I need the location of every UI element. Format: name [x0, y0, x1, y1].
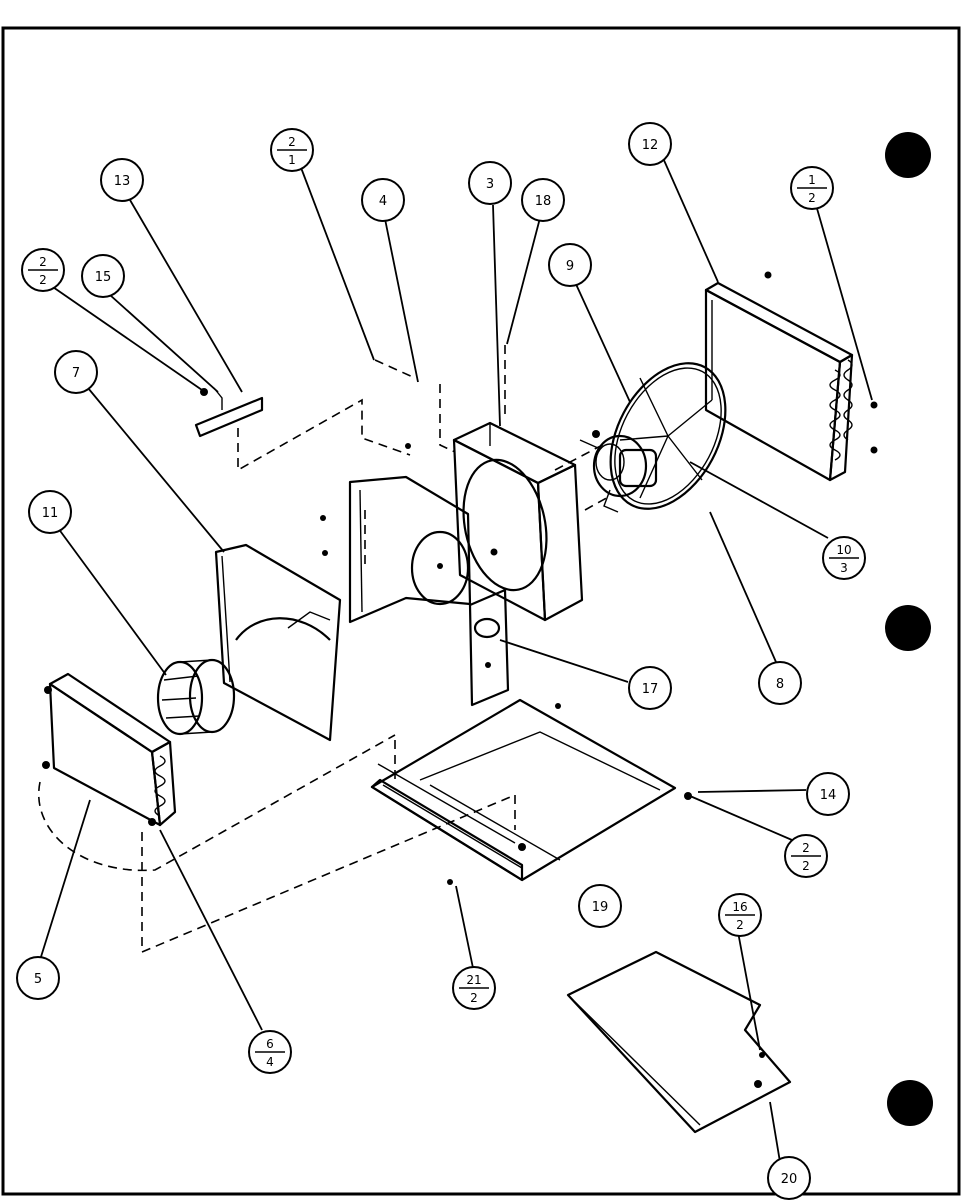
callout-denominator: 2 [736, 918, 744, 932]
condenser-fan-part-10 [609, 362, 727, 510]
page-border [1, 26, 961, 1196]
callout-number: 7 [72, 366, 80, 381]
callout-c17: 17 [628, 666, 672, 710]
blower-wheel-part-11 [156, 658, 236, 736]
callout-number: 12 [642, 138, 659, 153]
fan-motor-part-9 [579, 430, 658, 513]
callout-circle [767, 1156, 811, 1200]
callout-circle [16, 956, 60, 1000]
leader-lines [39, 157, 873, 1163]
callout-c18: 18 [521, 178, 565, 222]
callout-c16-2: 162 [718, 893, 762, 937]
callout-denominator: 2 [802, 859, 810, 873]
callout-c1-2: 12 [790, 166, 834, 210]
callout-denominator: 2 [39, 273, 47, 287]
callout-circle [468, 161, 512, 205]
callout-circle [28, 490, 72, 534]
callout-number: 14 [820, 788, 837, 803]
callout-denominator: 4 [266, 1055, 274, 1069]
registration-dot-middle [885, 605, 931, 651]
callout-number: 4 [379, 194, 387, 209]
callout-c7: 7 [54, 350, 98, 394]
base-pan [370, 698, 692, 885]
callout-numerator: 16 [732, 900, 747, 914]
registration-dot-top [885, 132, 931, 178]
callout-c11: 11 [28, 490, 72, 534]
callout-c13: 13 [100, 158, 144, 202]
callout-c14: 14 [806, 772, 850, 816]
assembly-guide-lines [37, 345, 611, 954]
callout-numerator: 10 [836, 543, 851, 557]
registration-dot-bottom [887, 1080, 933, 1126]
condenser-shroud-part-3 [452, 421, 584, 622]
callout-circle [758, 661, 802, 705]
callout-circle [100, 158, 144, 202]
callout-circle [548, 243, 592, 287]
callout-circle [806, 772, 850, 816]
callout-numerator: 2 [802, 841, 810, 855]
callout-c15: 15 [81, 254, 125, 298]
callout-numerator: 21 [466, 973, 481, 987]
callout-c20: 20 [767, 1156, 811, 1200]
callout-c2-2a: 22 [21, 248, 65, 292]
callout-denominator: 2 [808, 191, 816, 205]
callout-number: 8 [776, 677, 784, 692]
callout-number: 18 [535, 194, 552, 209]
callout-number: 19 [592, 900, 609, 915]
blower-scroll-part-7 [214, 543, 342, 742]
callout-number: 17 [642, 682, 659, 697]
callout-c3: 3 [468, 161, 512, 205]
callout-denominator: 1 [288, 153, 296, 167]
callout-number: 11 [42, 506, 59, 521]
cover-plate-part-19 [566, 950, 792, 1134]
callout-numerator: 1 [808, 173, 816, 187]
callout-circle [54, 350, 98, 394]
callout-numerator: 6 [266, 1037, 274, 1051]
callout-number: 9 [566, 259, 574, 274]
callout-c19: 19 [578, 884, 622, 928]
callout-number: 13 [114, 174, 131, 189]
callout-c21-2: 212 [452, 966, 496, 1010]
callout-numerator: 2 [288, 135, 296, 149]
callout-c10-3: 103 [822, 536, 866, 580]
callout-number: 20 [781, 1172, 798, 1187]
evaporator-coil-part-5 [42, 672, 177, 827]
callout-denominator: 2 [470, 991, 478, 1005]
bulkhead-partition [320, 443, 472, 624]
callout-c2-1: 21 [270, 128, 314, 172]
callout-circle [628, 666, 672, 710]
callout-circle [578, 884, 622, 928]
callout-number: 15 [95, 270, 112, 285]
callout-circle [628, 122, 672, 166]
callout-circle [521, 178, 565, 222]
callout-c12: 12 [628, 122, 672, 166]
control-bracket-part-17 [468, 548, 510, 707]
callout-c8: 8 [758, 661, 802, 705]
callout-circle [81, 254, 125, 298]
condenser-coil-part-12 [704, 271, 878, 482]
callout-c9: 9 [548, 243, 592, 287]
callout-circle [361, 178, 405, 222]
callout-c5: 5 [16, 956, 60, 1000]
callout-number: 5 [34, 972, 42, 987]
callout-denominator: 3 [840, 561, 848, 575]
callout-c6-4: 64 [248, 1030, 292, 1074]
callout-numerator: 2 [39, 255, 47, 269]
callout-number: 3 [486, 177, 494, 192]
callout-c4: 4 [361, 178, 405, 222]
callout-c2-2b: 22 [784, 834, 828, 878]
bracket-part-13 [194, 387, 264, 438]
